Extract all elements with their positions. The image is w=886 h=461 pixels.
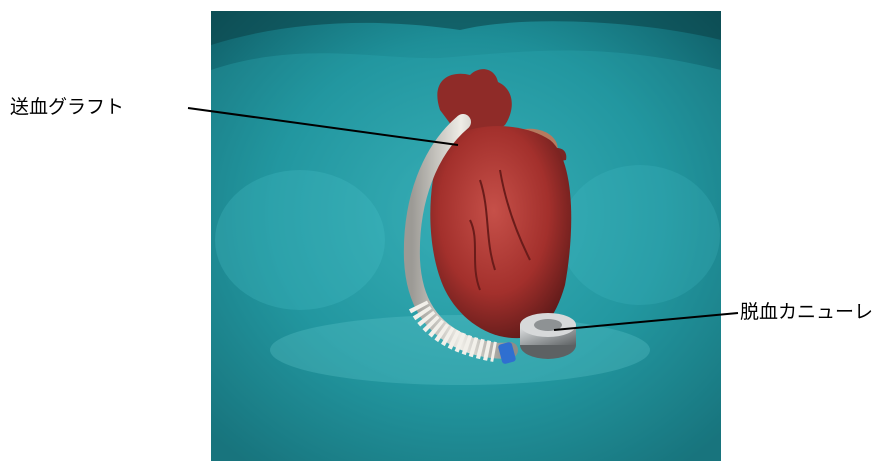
label-outflow-graft: 送血グラフト: [10, 98, 124, 117]
pectoral-right: [560, 165, 720, 305]
pectoral-left: [215, 170, 385, 310]
pump-housing: [520, 313, 576, 359]
label-inflow-cannula: 脱血カニューレ: [740, 303, 873, 322]
